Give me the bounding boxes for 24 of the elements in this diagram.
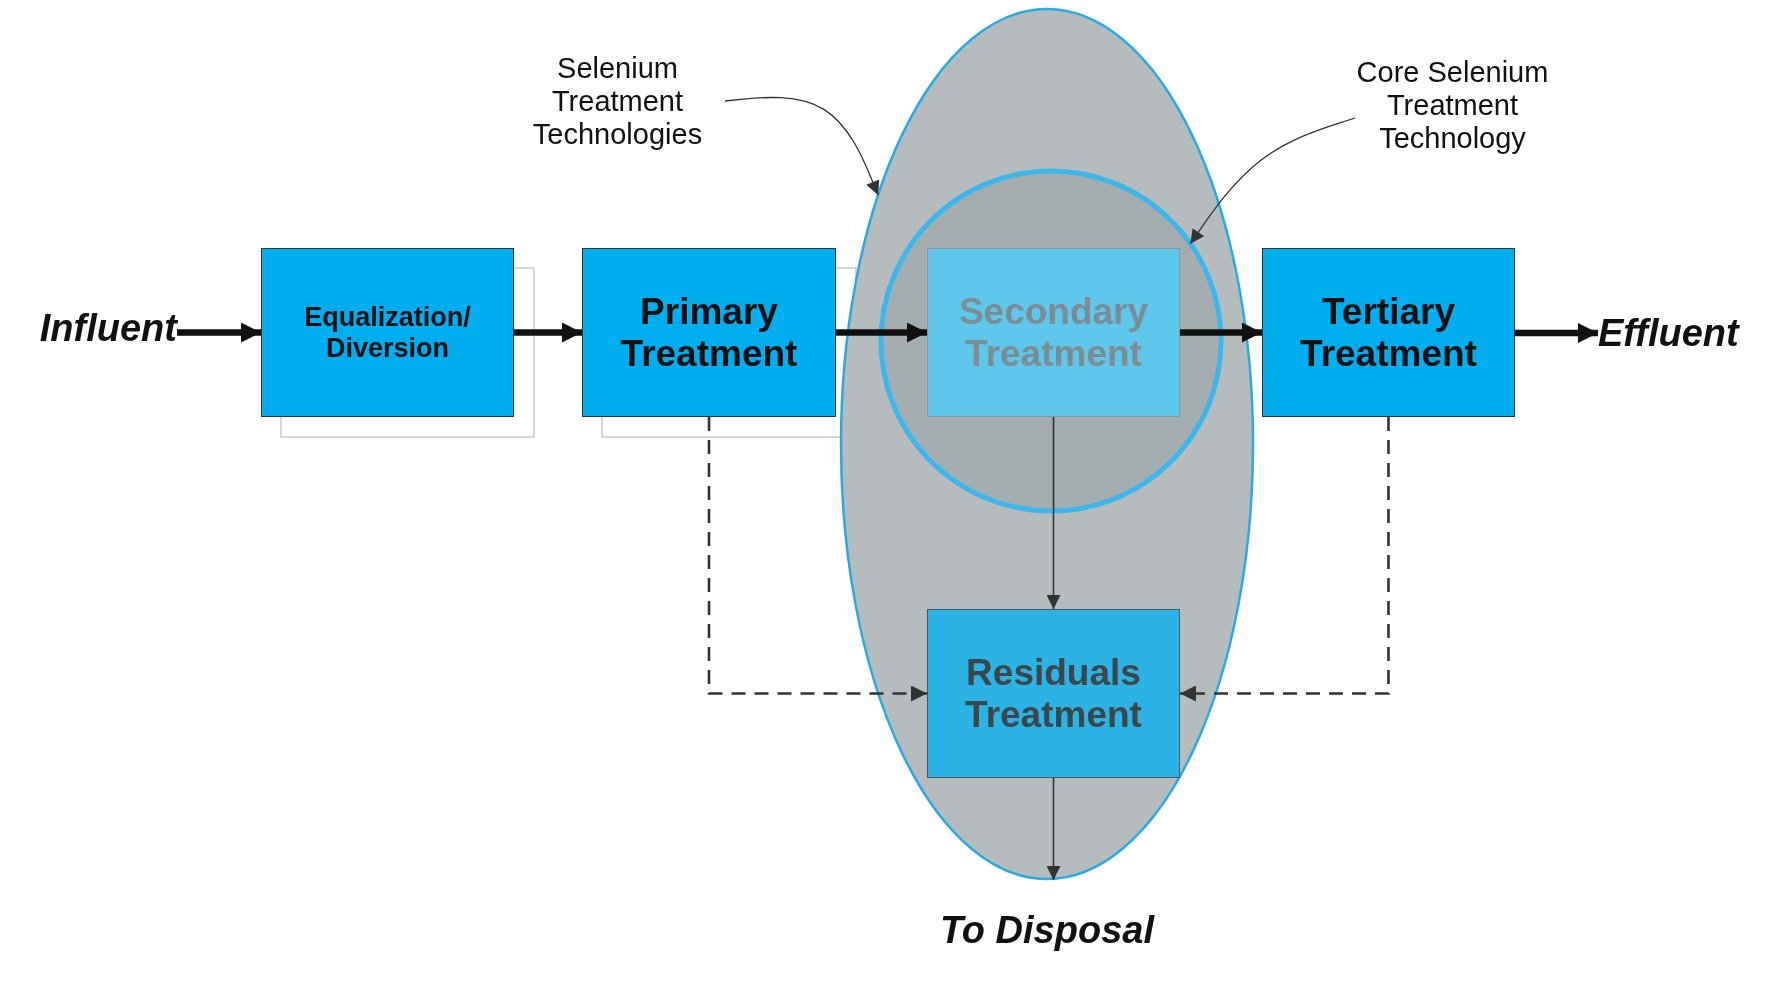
flow-label: To Disposal [940, 908, 1154, 952]
process-box [582, 248, 836, 417]
flow-arrow [1046, 777, 1061, 881]
box-label: Secondary Treatment [957, 290, 1150, 375]
box-label: Primary Treatment [619, 290, 799, 375]
flow-arrow [836, 322, 927, 343]
dashed-arrow [1180, 417, 1390, 702]
box-label: Tertiary Treatment [1299, 290, 1478, 375]
flow-arrow [1046, 416, 1061, 610]
leader-line [724, 96, 880, 196]
flow-label: Effluent [1598, 311, 1739, 355]
callout-label: Core Selenium Treatment Technology [1355, 55, 1550, 155]
flow-arrow [1180, 322, 1262, 343]
leader-line [1189, 117, 1356, 245]
process-box [927, 609, 1180, 778]
process-box [261, 248, 514, 417]
process-box [1262, 248, 1515, 417]
callout-label: Selenium Treatment Technologies [531, 51, 704, 151]
flow-arrow [514, 322, 582, 343]
process-box [927, 248, 1180, 417]
box-label: Equalization/ Diversion [303, 301, 472, 364]
flow-label: Influent [39, 306, 177, 350]
box-label: Residuals Treatment [964, 651, 1143, 736]
dashed-arrow [707, 417, 927, 702]
